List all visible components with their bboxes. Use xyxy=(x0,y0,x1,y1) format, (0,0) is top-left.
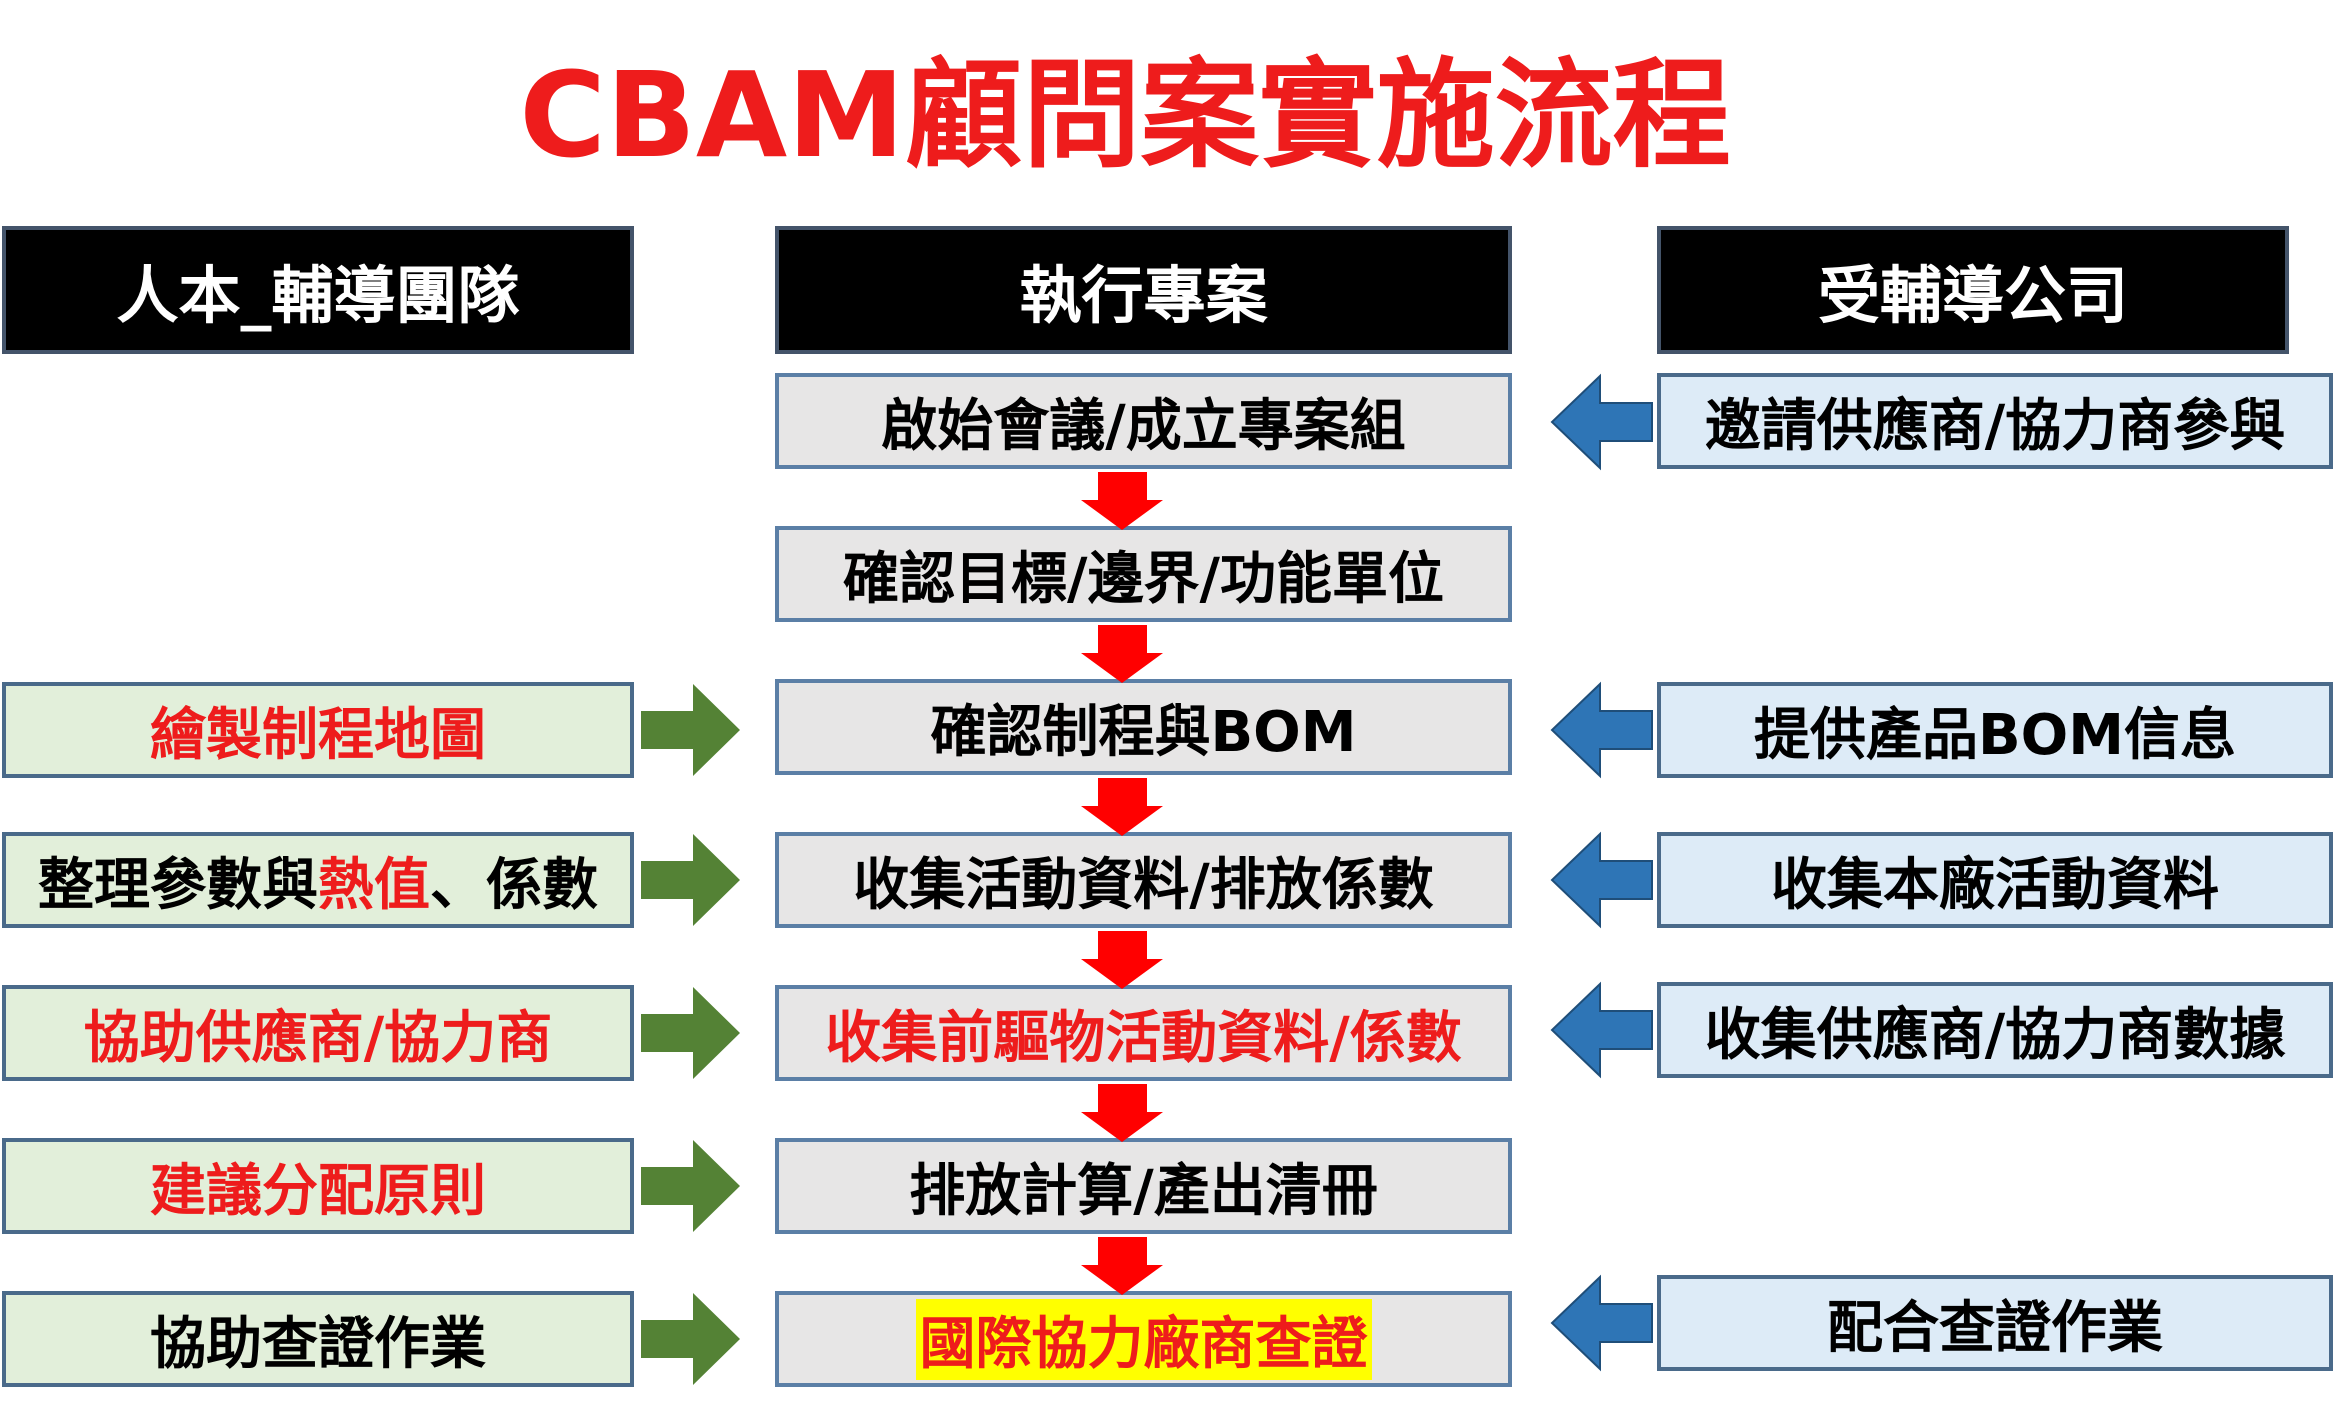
left-arrows xyxy=(1550,373,1653,1372)
header-project-label: 執行專案 xyxy=(1019,259,1268,332)
step-emission-calculation-label: 排放計算/產出清冊 xyxy=(909,1158,1378,1224)
step-confirm-process-bom-label: 確認制程與BOM xyxy=(930,699,1357,765)
left-process-map-label: 繪製制程地圖 xyxy=(150,702,486,768)
right-collect-plant-data-label: 收集本廠活動資料 xyxy=(1771,852,2219,918)
down-arrow-icon xyxy=(1081,778,1163,836)
down-arrow-icon xyxy=(1081,472,1163,530)
left-process-map: 繪製制程地圖 xyxy=(2,682,634,778)
step-collect-activity-data-label: 收集活動資料/排放係數 xyxy=(853,852,1434,918)
right-arrow-icon xyxy=(641,834,740,926)
step-collect-precursor-data: 收集前驅物活動資料/係數 xyxy=(775,985,1512,1081)
step-collect-precursor-data-label: 收集前驅物活動資料/係數 xyxy=(825,1005,1462,1071)
right-collect-supplier-data: 收集供應商/協力商數據 xyxy=(1657,982,2333,1078)
right-invite-suppliers-label: 邀請供應商/協力商參與 xyxy=(1704,393,2286,459)
step-confirm-process-bom: 確認制程與BOM xyxy=(775,679,1512,775)
step-third-party-verification-label: 國際協力廠商查證 xyxy=(915,1298,1372,1380)
left-organize-parameters-text-1: 整理參數與 xyxy=(38,852,318,918)
page-title: CBAM顧問案實施流程 xyxy=(519,46,1731,184)
left-assist-suppliers-label: 協助供應商/協力商 xyxy=(83,1005,553,1071)
right-cooperate-verification-label: 配合查證作業 xyxy=(1827,1295,2163,1361)
right-arrow-icon xyxy=(641,1293,740,1385)
left-arrow-icon xyxy=(1550,831,1653,929)
header-consulting-team-label: 人本_輔導團隊 xyxy=(116,259,520,332)
right-collect-plant-data: 收集本廠活動資料 xyxy=(1657,832,2333,928)
left-arrow-icon xyxy=(1550,1274,1653,1372)
header-consulting-team: 人本_輔導團隊 xyxy=(2,226,634,354)
right-collect-supplier-data-label: 收集供應商/協力商數據 xyxy=(1704,1002,2286,1068)
right-provide-bom-label: 提供產品BOM信息 xyxy=(1753,702,2236,768)
left-assist-verification: 協助查證作業 xyxy=(2,1291,634,1387)
left-organize-parameters: 整理參數與熱值、係數 xyxy=(2,832,634,928)
left-heat-value-text: 熱值 xyxy=(318,852,430,918)
step-collect-activity-data: 收集活動資料/排放係數 xyxy=(775,832,1512,928)
header-client-company-label: 受輔導公司 xyxy=(1817,259,2128,332)
left-arrow-icon xyxy=(1550,981,1653,1079)
step-emission-calculation: 排放計算/產出清冊 xyxy=(775,1138,1512,1234)
right-provide-bom: 提供產品BOM信息 xyxy=(1657,682,2333,778)
down-arrows xyxy=(1081,472,1163,1295)
left-assist-suppliers: 協助供應商/協力商 xyxy=(2,985,634,1081)
down-arrow-icon xyxy=(1081,1084,1163,1142)
right-arrow-icon xyxy=(641,684,740,776)
right-invite-suppliers: 邀請供應商/協力商參與 xyxy=(1657,373,2333,469)
step-kickoff: 啟始會議/成立專案組 xyxy=(775,373,1512,469)
right-arrow-icon xyxy=(641,987,740,1079)
step-kickoff-label: 啟始會議/成立專案組 xyxy=(881,393,1406,459)
left-organize-parameters-label: 整理參數與熱值、係數 xyxy=(38,840,598,921)
left-arrow-icon xyxy=(1550,373,1653,471)
down-arrow-icon xyxy=(1081,931,1163,989)
header-project: 執行專案 xyxy=(775,226,1512,354)
down-arrow-icon xyxy=(1081,1237,1163,1295)
step-confirm-goals: 確認目標/邊界/功能單位 xyxy=(775,526,1512,622)
left-arrow-icon xyxy=(1550,681,1653,779)
step-third-party-verification: 國際協力廠商查證 xyxy=(775,1291,1512,1387)
step-confirm-goals-label: 確認目標/邊界/功能單位 xyxy=(843,546,1444,612)
down-arrow-icon xyxy=(1081,625,1163,683)
left-allocation-principles-label: 建議分配原則 xyxy=(150,1158,486,1224)
right-cooperate-verification: 配合查證作業 xyxy=(1657,1275,2333,1371)
header-client-company: 受輔導公司 xyxy=(1657,226,2289,354)
left-assist-verification-label: 協助查證作業 xyxy=(150,1311,486,1377)
left-organize-parameters-text-3: 、係數 xyxy=(430,852,598,918)
right-arrow-icon xyxy=(641,1140,740,1232)
left-allocation-principles: 建議分配原則 xyxy=(2,1138,634,1234)
right-arrows xyxy=(641,684,740,1385)
